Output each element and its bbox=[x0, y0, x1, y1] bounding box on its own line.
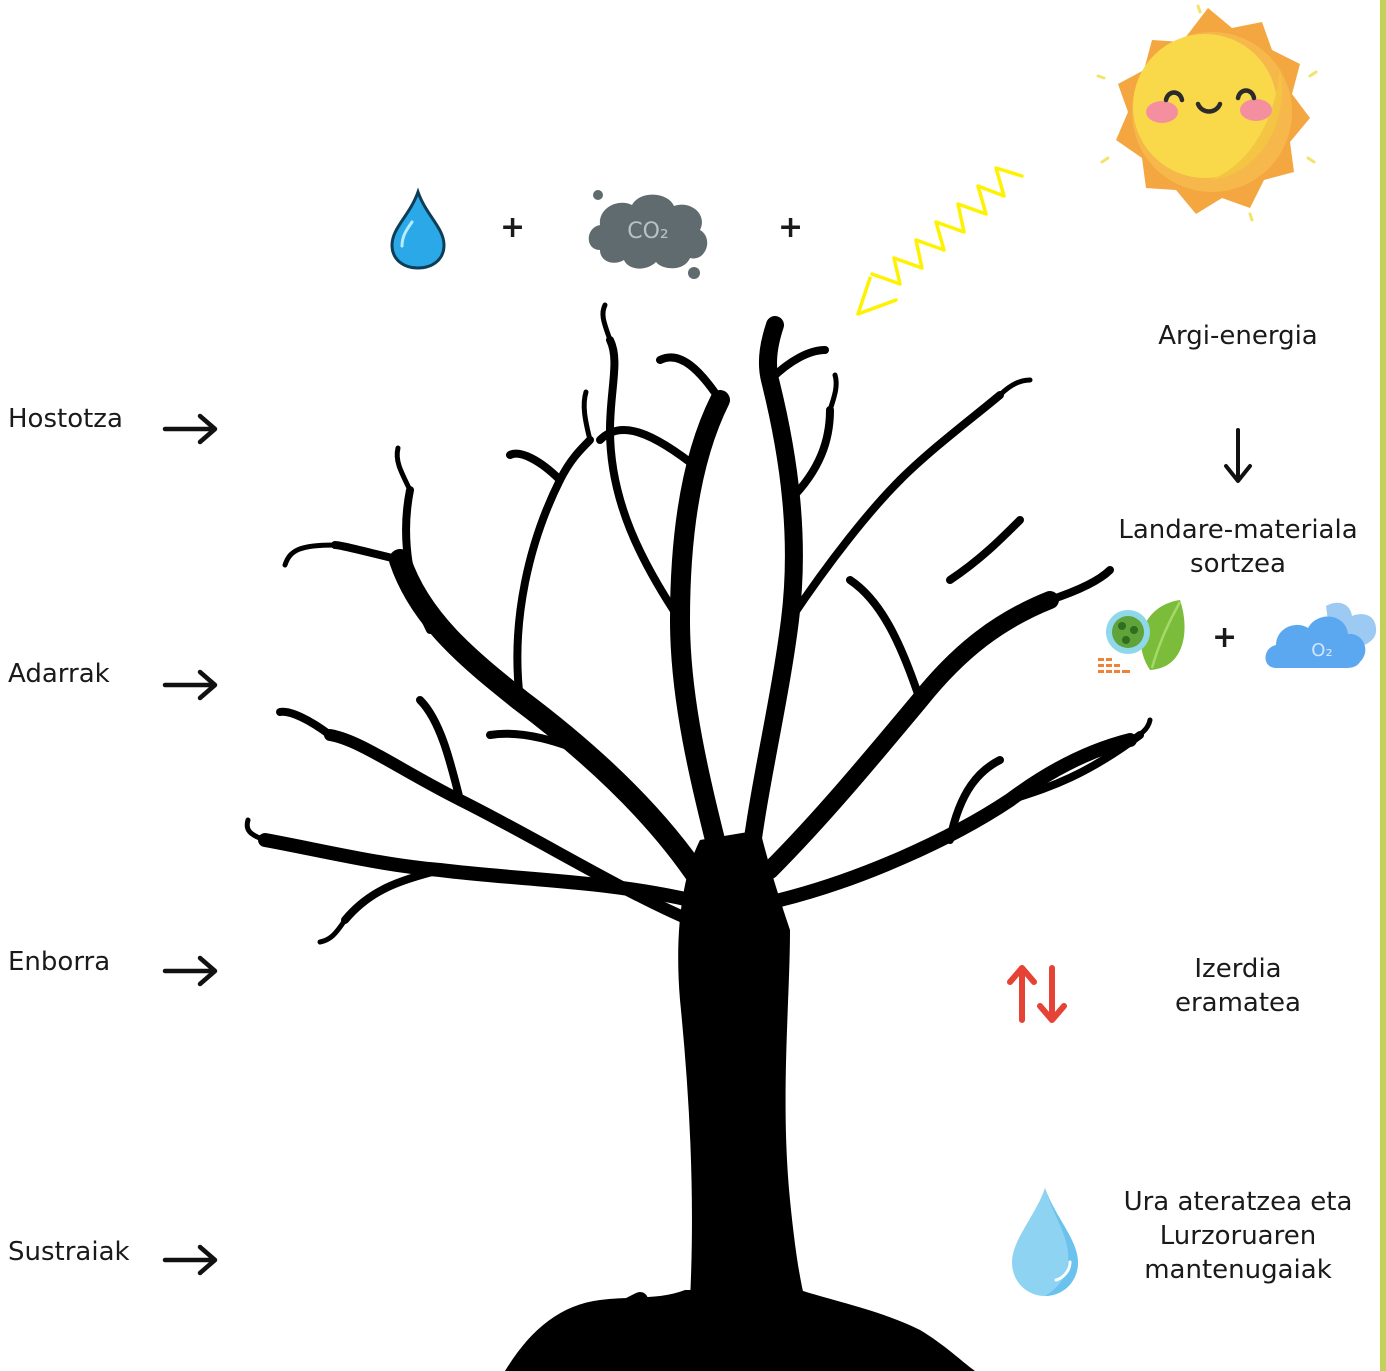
leaf-glucose-icon bbox=[1098, 600, 1185, 673]
co2-cloud-icon: CO₂ bbox=[588, 190, 708, 279]
water-drop-large-icon bbox=[1012, 1188, 1078, 1296]
o2-cloud-icon: O₂ bbox=[1265, 602, 1377, 668]
tree-silhouette bbox=[244, 302, 1153, 1371]
water-drop-icon bbox=[390, 187, 446, 270]
label-izerdia: Izerdia eramatea bbox=[1174, 954, 1301, 1018]
sun-icon bbox=[1096, 4, 1318, 222]
label-hostotza: Hostotza bbox=[8, 404, 123, 434]
arrow-enborra-icon bbox=[162, 955, 218, 987]
light-ray-icon bbox=[856, 166, 1024, 316]
arrow-down-icon bbox=[1224, 428, 1252, 483]
arrow-sustraiak-icon bbox=[162, 1244, 218, 1276]
plus-sign-3: + bbox=[1212, 620, 1238, 655]
label-adarrak: Adarrak bbox=[8, 659, 110, 689]
label-sustraiak: Sustraiak bbox=[8, 1237, 130, 1267]
right-edge-bar bbox=[1380, 0, 1386, 1371]
arrow-adarrak-icon bbox=[162, 669, 218, 701]
label-argi-energia: Argi-energia bbox=[1158, 321, 1318, 351]
co2-text: CO₂ bbox=[627, 219, 669, 244]
o2-text: O₂ bbox=[1311, 640, 1332, 661]
up-down-arrows-icon bbox=[1007, 965, 1067, 1023]
label-ura: Ura ateratzea eta Lurzoruaren mantenugai… bbox=[1123, 1187, 1353, 1285]
label-landare-materiala: Landare-materiala sortzea bbox=[1118, 515, 1358, 579]
label-enborra: Enborra bbox=[8, 947, 111, 977]
plus-sign-2: + bbox=[778, 210, 804, 245]
arrow-hostotza-icon bbox=[162, 413, 218, 445]
plus-sign-1: + bbox=[500, 210, 526, 245]
